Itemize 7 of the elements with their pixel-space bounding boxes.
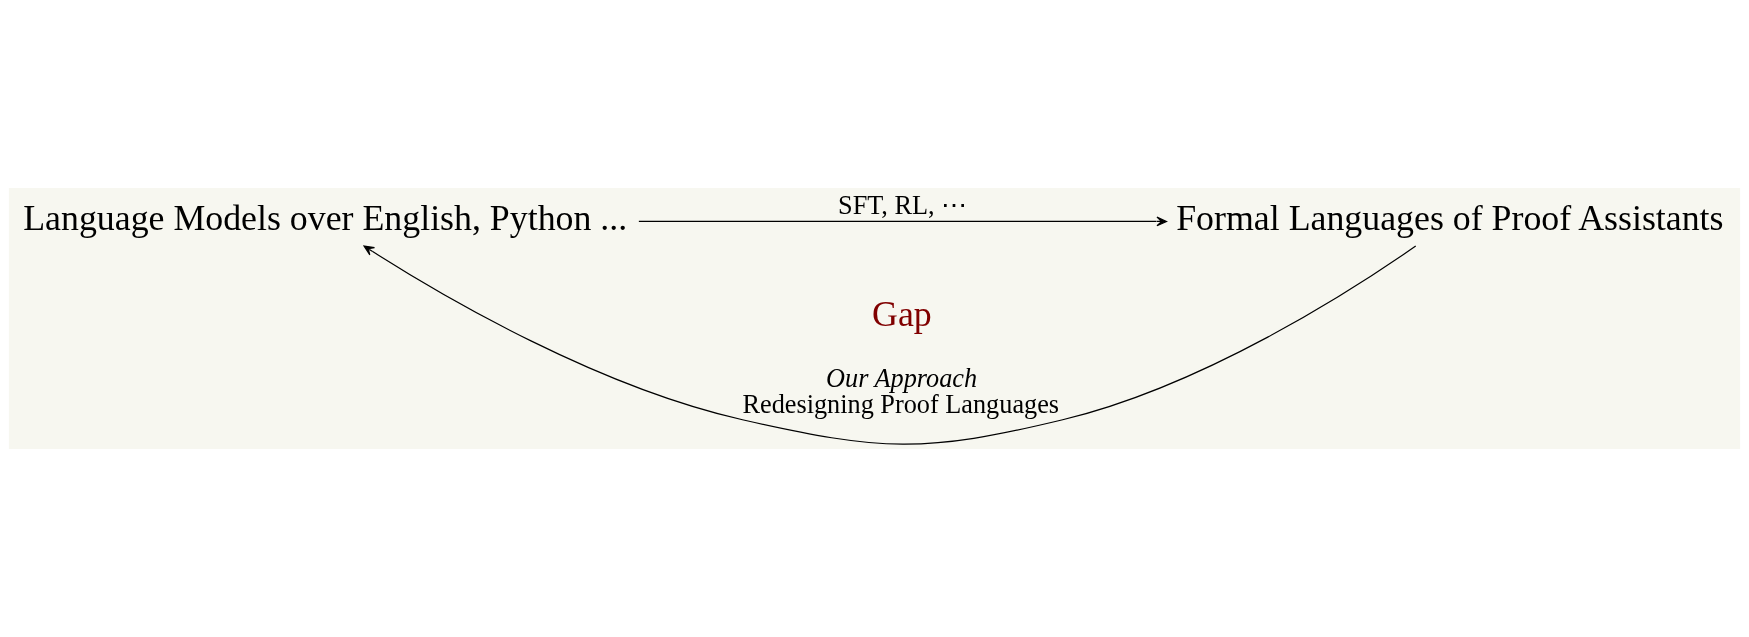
- label: Gap: [872, 294, 932, 334]
- edge-label: SFT, RL, ⋯: [838, 190, 968, 220]
- arrow: [638, 216, 1168, 227]
- arrow: [363, 245, 1417, 445]
- node-text: Formal Languages of Proof Assistants: [1176, 198, 1724, 239]
- node-text: Language Models over English, Python ...: [23, 198, 628, 239]
- edge-label: Our Approach Redesigning Proof Languages: [742, 364, 1060, 420]
